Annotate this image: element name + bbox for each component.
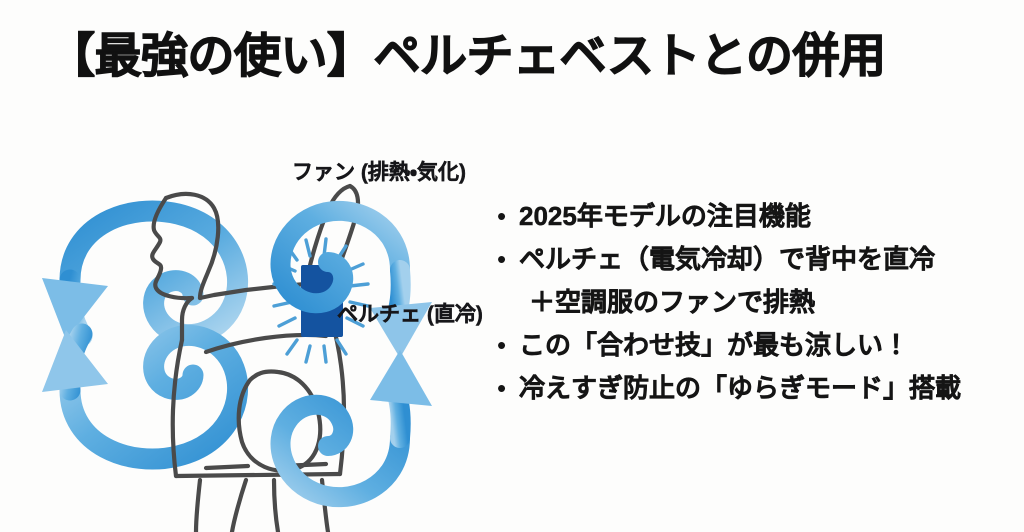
list-item-label: 冷えすぎ防止の「ゆらぎモード」搭載	[519, 373, 962, 404]
airflow-swirl-lower-right	[270, 350, 432, 508]
list-item-continuation: ＋空調服のファンで排熱	[497, 282, 1017, 322]
list-item-label: ＋空調服のファンで排熱	[529, 287, 816, 318]
peltier-vest-airflow-diagram	[10, 90, 480, 532]
feature-bullet-list: • 2025年モデルの注目機能 • ペルチェ（電気冷却）で背中を直冷 ＋空調服の…	[497, 196, 1017, 411]
bullet-marker-icon: •	[497, 330, 507, 360]
list-item-label: ペルチェ（電気冷却）で背中を直冷	[519, 244, 936, 275]
airflow-swirl-lower-left	[42, 323, 248, 470]
list-item: • ペルチェ（電気冷却）で背中を直冷	[497, 239, 1017, 279]
airflow-swirl-upper-right	[270, 200, 432, 358]
page-title: 【最強の使い】ペルチェベストとの併用	[47, 28, 886, 82]
bullet-marker-icon: •	[497, 244, 507, 274]
list-item-label: 2025年モデルの注目機能	[519, 201, 811, 232]
bullet-marker-icon: •	[497, 201, 507, 231]
list-item: • 冷えすぎ防止の「ゆらぎモード」搭載	[497, 368, 1017, 408]
callout-label-fan: ファン (排熱・気化)	[292, 161, 466, 184]
bullet-marker-icon: •	[497, 373, 507, 403]
list-item-label: この「合わせ技」が最も涼しい！	[519, 330, 910, 361]
callout-label-peltier: ペルチェ (直冷)	[337, 303, 483, 326]
list-item: • 2025年モデルの注目機能	[497, 196, 1017, 236]
list-item: • この「合わせ技」が最も涼しい！	[497, 325, 1017, 365]
